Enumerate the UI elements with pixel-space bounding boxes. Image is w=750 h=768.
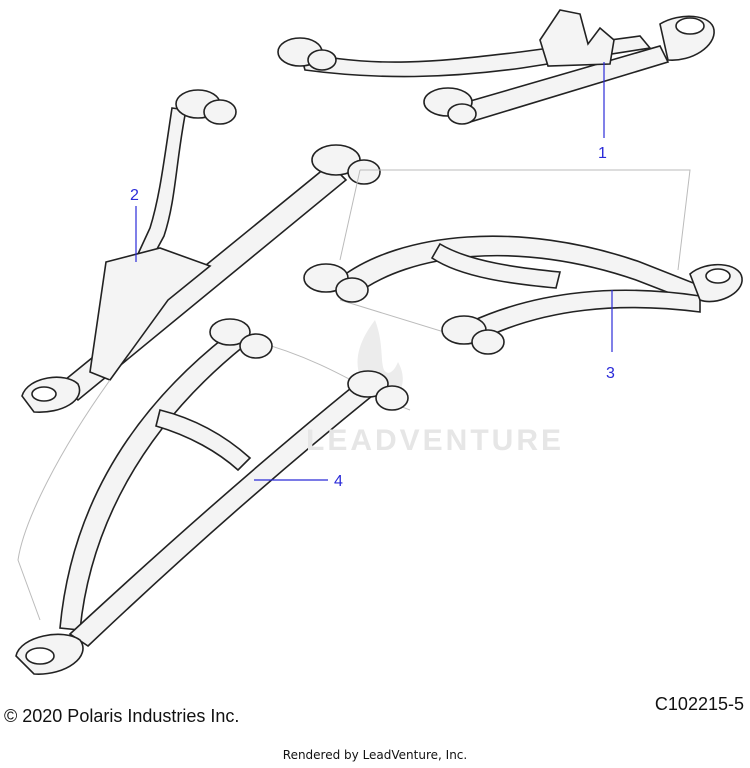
parts-diagram: 1 2 3 4 bbox=[15, 9, 743, 675]
callout-3: 3 bbox=[606, 365, 615, 382]
callout-2: 2 bbox=[130, 187, 139, 204]
copyright-text: © 2020 Polaris Industries Inc. bbox=[4, 706, 240, 726]
rendered-by-text: Rendered by LeadVenture, Inc. bbox=[282, 748, 468, 762]
a-arm-part-1 bbox=[277, 9, 715, 125]
watermark-text: LEADVENTURE bbox=[306, 424, 565, 457]
figure-code: C102215-5 bbox=[654, 694, 744, 714]
a-arm-part-2 bbox=[21, 89, 381, 413]
leader-lines bbox=[135, 62, 613, 481]
callout-4: 4 bbox=[334, 473, 343, 490]
a-arm-part-3 bbox=[303, 235, 743, 355]
a-arm-part-4 bbox=[15, 318, 409, 675]
callout-1: 1 bbox=[598, 145, 607, 162]
